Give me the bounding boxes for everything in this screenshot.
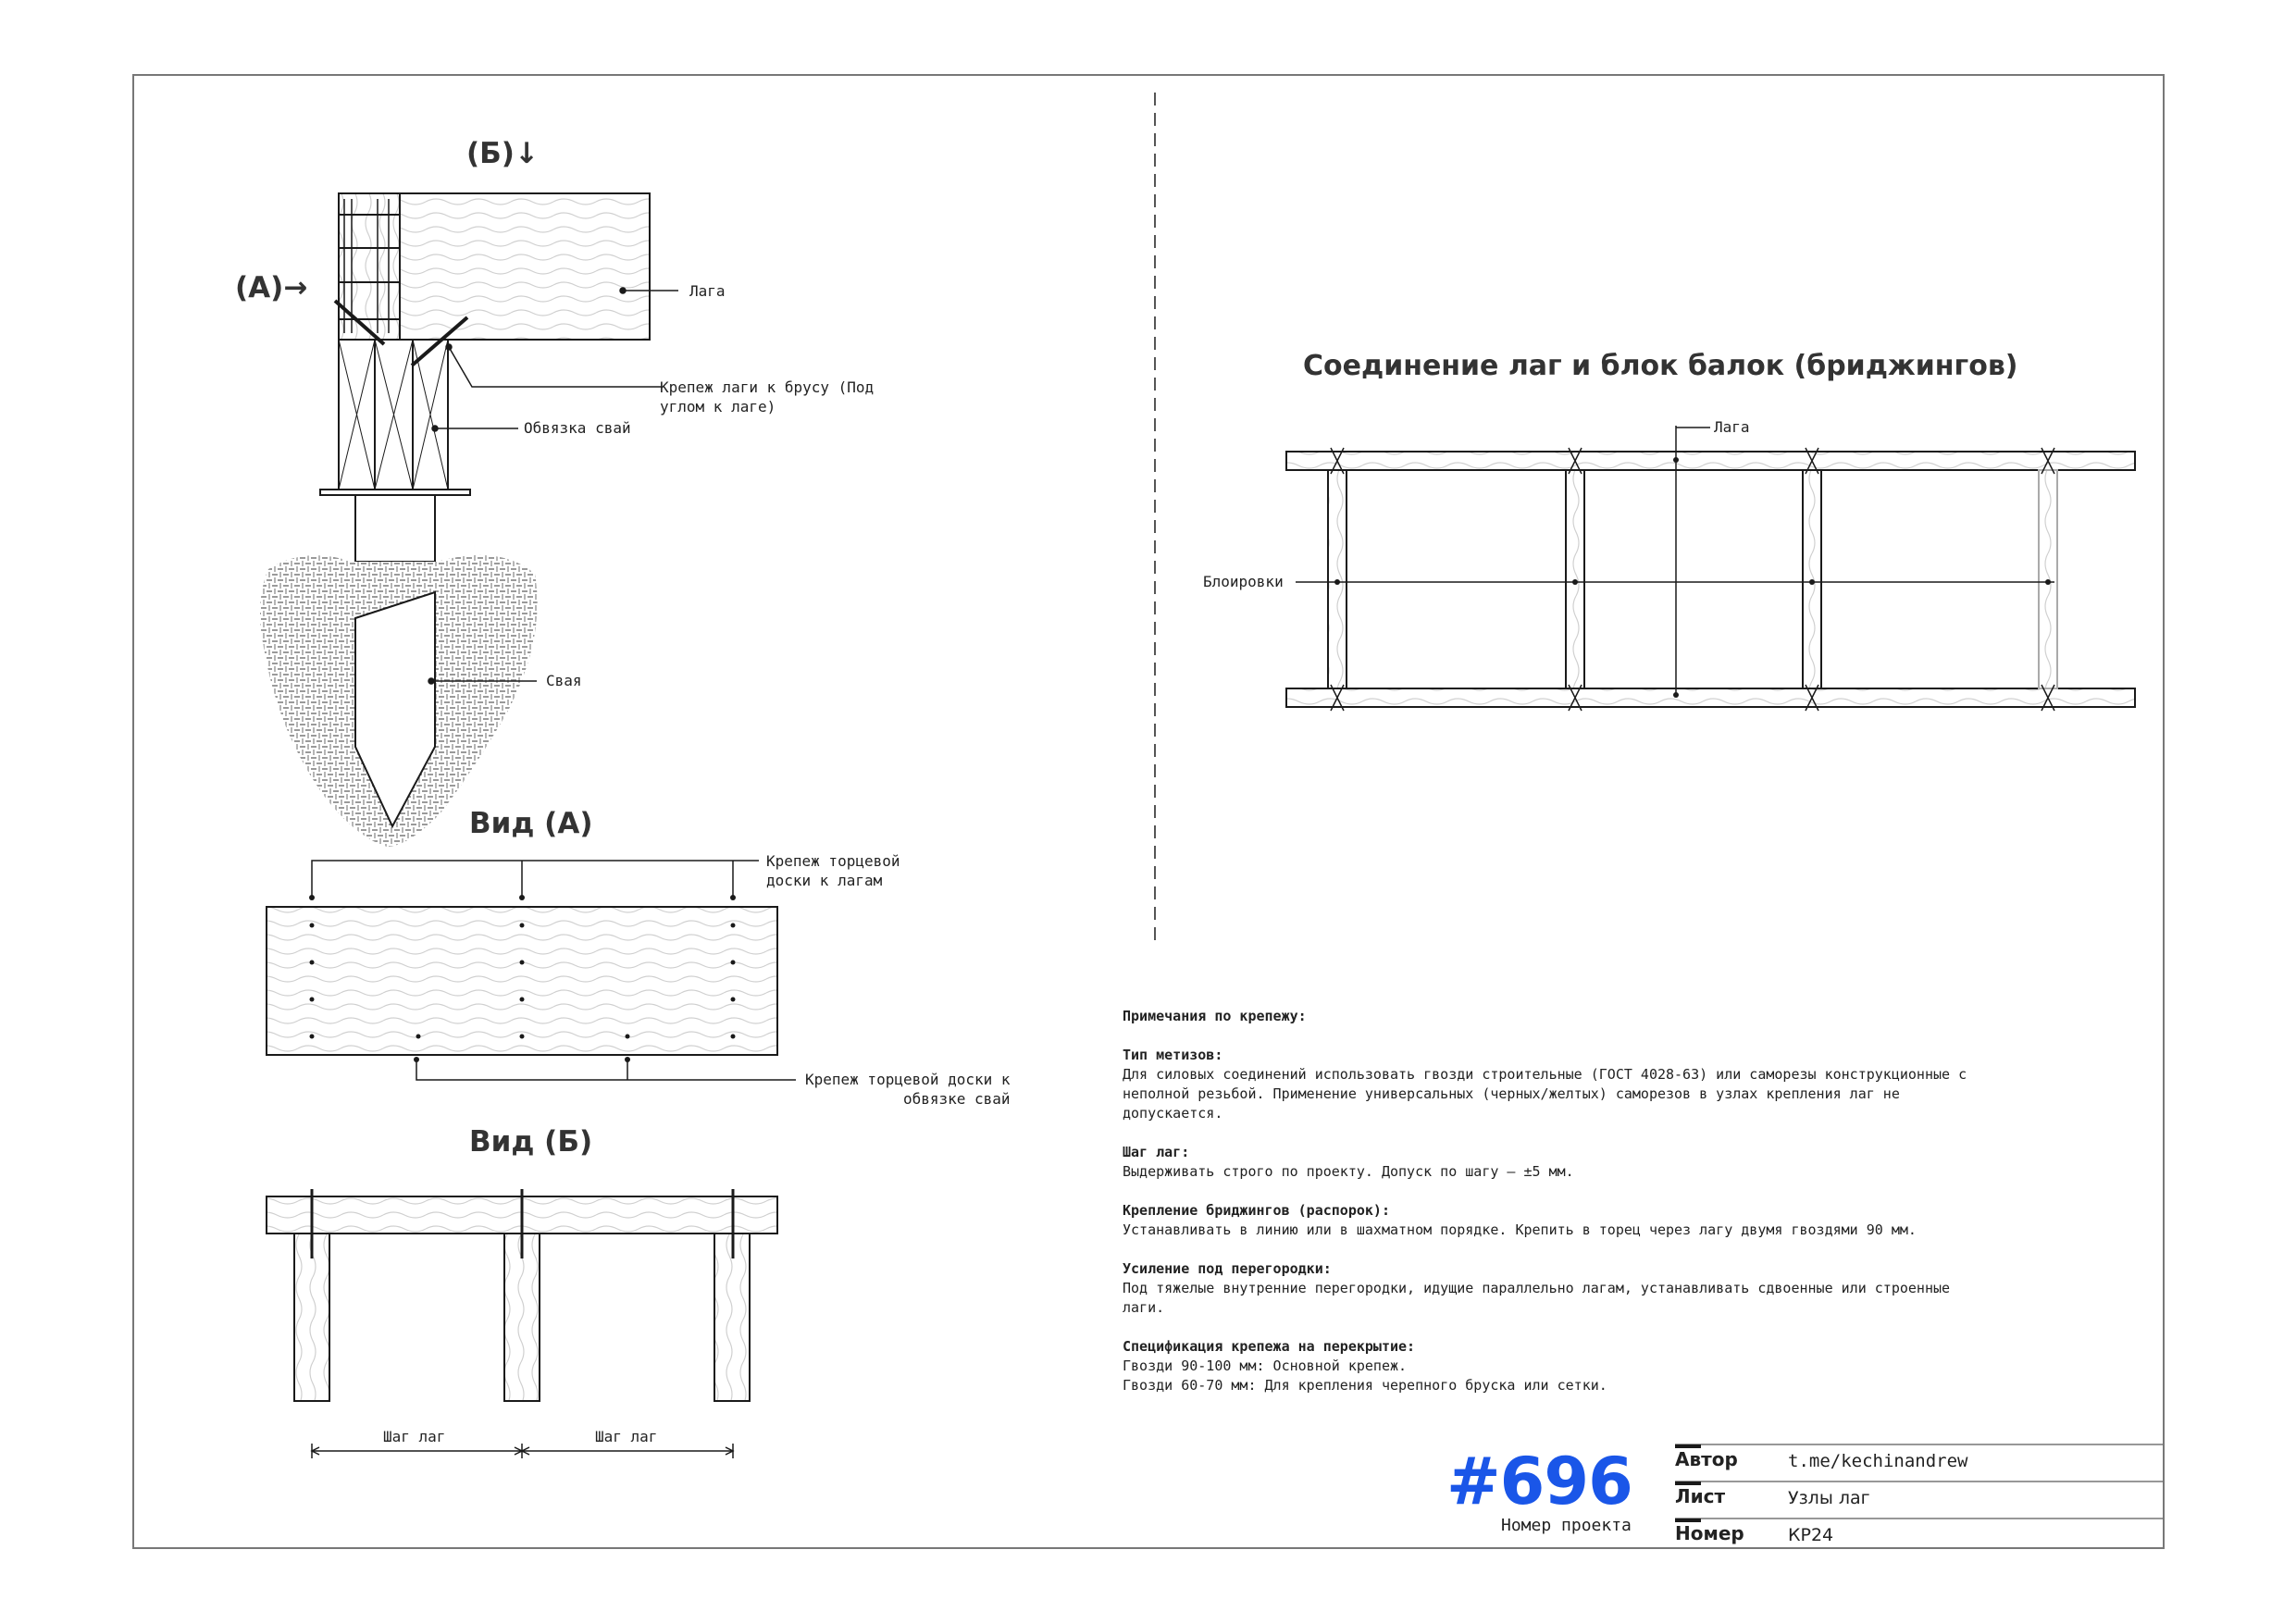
sheet-value: Узлы лаг <box>1788 1488 1870 1508</box>
title-block-marks <box>1675 1444 1701 1522</box>
notes-section-heading: Тип метизов: <box>1123 1047 1223 1063</box>
fastening-end-board-binding-label: Крепеж торцевой доски к обвязке свай <box>805 1071 1011 1108</box>
node-section <box>260 192 678 847</box>
plan-joist-label: Лага <box>1714 418 1750 436</box>
notes-section-body: Для силовых соединений использовать гвоз… <box>1123 1066 1967 1122</box>
spacing-label-2: Шаг лаг <box>595 1428 658 1445</box>
view-b-title: Вид (Б) <box>469 1125 593 1159</box>
drawing-frame <box>132 74 2165 1549</box>
pile <box>354 590 436 829</box>
fastening-joist-beam-label: Крепеж лаги к брусу (Под углом к лаге) <box>660 378 875 415</box>
view-b-joist-2 <box>503 1233 540 1402</box>
notes-section: Тип метизов: Для силовых соединений испо… <box>1123 1046 2048 1123</box>
notes-section: Усиление под перегородки: Под тяжелые вн… <box>1123 1259 2048 1318</box>
title-block-lines <box>1675 1444 2165 1519</box>
fastening-notes: Примечания по крепежу: Тип метизов: Для … <box>1123 1007 2048 1395</box>
view-b-joist-1 <box>293 1233 330 1402</box>
notes-section-body: Под тяжелые внутренние перегородки, идущ… <box>1123 1280 1951 1316</box>
joist-plan <box>1285 426 2136 712</box>
notes-section-heading: Спецификация крепежа на перекрытие: <box>1123 1338 1416 1355</box>
notes-section-body: Выдерживать строго по проекту. Допуск по… <box>1123 1163 1574 1180</box>
notes-section-body: Гвозди 90-100 мм: Основной крепеж. Гвозд… <box>1123 1357 1607 1394</box>
view-a-board <box>266 906 778 1056</box>
sheet-key: Лист <box>1675 1485 1726 1507</box>
notes-section-heading: Крепление бриджингов (распорок): <box>1123 1202 1390 1219</box>
view-a-marker: (А)→ <box>235 271 308 304</box>
project-number-label: Номер проекта <box>1501 1516 1632 1535</box>
project-number: #696 <box>1446 1444 1633 1519</box>
notes-section-heading: Шаг лаг: <box>1123 1144 1190 1160</box>
fastening-end-board-joist-label: Крепеж торцевой доски к лагам <box>766 852 900 889</box>
pile-cap <box>354 494 436 563</box>
number-value: КР24 <box>1788 1525 1834 1545</box>
notes-section: Спецификация крепежа на перекрытие: Гвоз… <box>1123 1337 2048 1395</box>
view-b-joist-3 <box>714 1233 751 1402</box>
plan-joist-top <box>1285 451 2136 471</box>
view-a <box>266 860 796 1081</box>
plan-joist-bottom <box>1285 688 2136 708</box>
author-key: Автор <box>1675 1448 1738 1470</box>
author-value[interactable]: t.me/kechinandrew <box>1788 1451 1968 1471</box>
number-key: Номер <box>1675 1522 1744 1544</box>
view-a-title: Вид (А) <box>469 807 593 840</box>
joist-label: Лага <box>689 282 726 300</box>
notes-title: Примечания по крепежу: <box>1123 1008 1307 1024</box>
pile-label: Свая <box>546 672 582 689</box>
view-b <box>266 1189 778 1458</box>
view-b-marker: (Б)↓ <box>466 137 539 170</box>
notes-section: Шаг лаг: Выдерживать строго по проекту. … <box>1123 1143 2048 1182</box>
spacing-label-1: Шаг лаг <box>383 1428 446 1445</box>
plan-blocking-label: Блоировки <box>1203 573 1284 590</box>
notes-section: Крепление бриджингов (распорок): Устанав… <box>1123 1201 2048 1240</box>
notes-section-body: Устанавливать в линию или в шахматном по… <box>1123 1221 1917 1238</box>
notes-section-heading: Усиление под перегородки: <box>1123 1260 1332 1277</box>
plan-title: Соединение лаг и блок балок (бриджингов) <box>1303 350 2018 382</box>
pile-binding-label: Обвязка свай <box>524 419 631 437</box>
